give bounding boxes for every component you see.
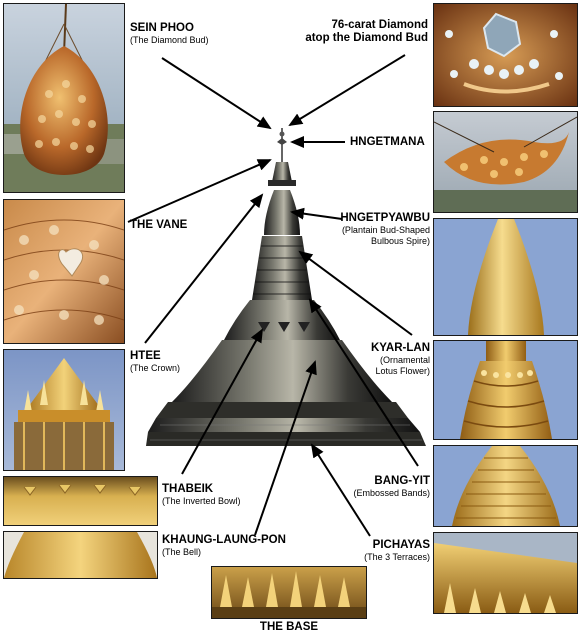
label-htee-title: HTEE (130, 350, 161, 362)
label-hngetpyawbu: HNGETPYAWBU (Plantain Bud-Shaped Bulbous… (326, 212, 430, 246)
label-pichayas-subtitle: (The 3 Terraces) (364, 552, 430, 563)
diamond-photo (433, 3, 578, 107)
thabeik-photo (3, 476, 158, 526)
bell-photo (3, 531, 158, 579)
label-htee-subtitle: (The Crown) (130, 363, 181, 374)
bang-yit-photo (433, 445, 578, 527)
label-base-title: THE BASE (259, 621, 319, 633)
label-hngetmana-title: HNGETMANA (350, 136, 425, 148)
label-bang-yit-title: BANG-YIT (374, 475, 430, 487)
pointer-bang-yit (308, 298, 419, 467)
label-bell-title: KHAUNG-LAUNG-PON (162, 534, 286, 546)
label-hngetpyawbu-sub2: Bulbous Spire) (370, 235, 430, 246)
label-vane-title: THE VANE (130, 219, 188, 231)
pointer-diamond (288, 54, 406, 127)
label-bell: KHAUNG-LAUNG-PON (The Bell) (162, 534, 286, 558)
label-sein-phoo-title: SEIN PHOO (130, 22, 194, 34)
label-kyar-lan-sub1: (Ornamental (379, 355, 430, 366)
htee-photo (3, 349, 125, 471)
label-thabeik-title: THABEIK (162, 483, 214, 495)
pointer-htee (144, 193, 264, 344)
vane-photo (3, 199, 125, 344)
pointer-sein-phoo (161, 57, 272, 130)
label-kyar-lan-sub2: Lotus Flower) (375, 365, 430, 376)
pointer-bell (254, 360, 317, 536)
label-hngetpyawbu-sub1: (Plantain Bud-Shaped (341, 225, 430, 236)
base-photo (211, 566, 367, 619)
label-thabeik-subtitle: (The Inverted Bowl) (162, 496, 241, 507)
label-diamond-line2: atop the Diamond Bud (305, 32, 428, 45)
kyar-lan-photo (433, 340, 578, 440)
pichayas-photo (433, 532, 578, 614)
label-pichayas-title: PICHAYAS (372, 539, 430, 551)
hngetmana-photo (433, 111, 578, 213)
label-hngetpyawbu-title: HNGETPYAWBU (340, 212, 430, 224)
label-sein-phoo: SEIN PHOO (The Diamond Bud) (130, 22, 209, 46)
label-hngetmana: HNGETMANA (350, 136, 425, 149)
label-diamond: 76-carat Diamond atop the Diamond Bud (278, 19, 428, 45)
label-htee: HTEE (The Crown) (130, 350, 180, 374)
hngetpyawbu-photo (433, 218, 578, 336)
pointer-vane (127, 159, 272, 223)
label-pichayas: PICHAYAS (The 3 Terraces) (330, 539, 430, 563)
label-bell-subtitle: (The Bell) (162, 547, 202, 558)
pointer-hngetpyawbu (290, 207, 343, 220)
label-thabeik: THABEIK (The Inverted Bowl) (162, 483, 241, 507)
label-kyar-lan: KYAR-LAN (Ornamental Lotus Flower) (340, 342, 430, 376)
label-base: THE BASE (211, 621, 367, 634)
label-sein-phoo-subtitle: (The Diamond Bud) (130, 35, 209, 46)
label-vane: THE VANE (130, 219, 187, 232)
pointer-pichayas (310, 443, 371, 537)
label-bang-yit-subtitle: (Embossed Bands) (353, 488, 430, 499)
label-diamond-line1: 76-carat Diamond (331, 19, 428, 31)
label-kyar-lan-title: KYAR-LAN (371, 342, 430, 354)
sein-phoo-photo (3, 3, 125, 193)
pointer-kyar-lan (298, 250, 413, 336)
label-bang-yit: BANG-YIT (Embossed Bands) (330, 475, 430, 499)
pointer-thabeik (181, 328, 263, 475)
